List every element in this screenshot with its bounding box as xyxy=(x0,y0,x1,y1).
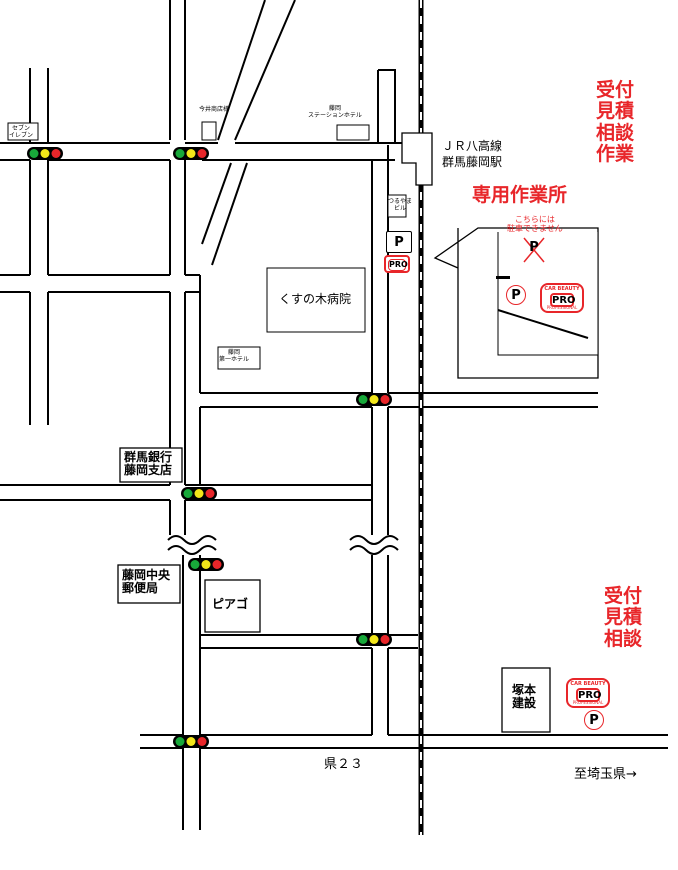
seven-eleven-label: セブン イレブン xyxy=(9,125,34,139)
pro-logo-text: PRO xyxy=(550,293,576,307)
tsuruyama-building-label: つるやま ビル xyxy=(388,198,413,212)
pro-logo: CAR BEAUTY PRO PROFESSIONAL xyxy=(540,283,584,313)
office-services: 受付 見積 相談 xyxy=(604,585,643,650)
tsukamoto-building xyxy=(501,667,551,733)
no-parking-icon xyxy=(523,237,545,263)
parking-prohibited-icon: P xyxy=(529,240,539,255)
road xyxy=(371,648,389,735)
pro-logo-text: PRO xyxy=(388,259,408,271)
parking-no-icon: P xyxy=(386,231,412,253)
road xyxy=(377,69,396,143)
daiichi-hotel-building xyxy=(217,346,261,370)
traffic-signal xyxy=(356,633,392,646)
seven-eleven-building xyxy=(7,122,39,141)
fujioka-station-hotel-label: 藤岡 ステーションホテル xyxy=(308,105,362,119)
pro-logo-text: PRO xyxy=(576,688,602,702)
road xyxy=(169,160,186,275)
pro-logo-top: CAR BEAUTY xyxy=(544,286,580,292)
road xyxy=(371,407,389,535)
workshop-gate xyxy=(497,309,589,339)
road xyxy=(182,555,201,735)
river-mark xyxy=(167,545,217,555)
piago-building xyxy=(204,579,261,633)
station-building xyxy=(401,132,433,186)
workshop-entrance xyxy=(496,276,510,279)
no-parking-note: こちらには 駐車できません xyxy=(507,215,563,233)
route-23-label: 県２３ xyxy=(324,757,364,772)
gunma-bank-building xyxy=(119,447,183,483)
workshop-title: 専用作業所 xyxy=(472,184,568,206)
road xyxy=(29,160,49,275)
station-name-label: 群馬藤岡駅 xyxy=(442,155,503,169)
imai-label: 今井商店様 xyxy=(199,106,230,113)
station-line-label: ＪＲ八高線 xyxy=(442,139,503,153)
post-office-label: 藤岡中央 郵便局 xyxy=(122,568,171,596)
imai-building xyxy=(201,121,217,141)
traffic-signal xyxy=(188,558,224,571)
road xyxy=(169,0,186,140)
post-office-building xyxy=(117,564,181,604)
pro-logo: CAR BEAUTY PRO PROFESSIONAL xyxy=(566,678,610,708)
workshop-services: 受付 見積 相談 作業 xyxy=(596,79,635,165)
road xyxy=(169,500,186,535)
road xyxy=(217,0,296,141)
river-mark xyxy=(349,535,399,545)
road xyxy=(29,292,49,425)
river-mark xyxy=(167,535,217,545)
traffic-signal xyxy=(27,147,63,160)
traffic-signal xyxy=(356,393,392,406)
tsuruyama-building xyxy=(387,194,407,218)
pro-logo-bottom: PROFESSIONAL xyxy=(572,700,604,705)
traffic-signal xyxy=(173,735,209,748)
hospital-label: くすの木病院 xyxy=(279,292,352,306)
road xyxy=(182,748,201,830)
river-mark xyxy=(349,545,399,555)
to-saitama-label: 至埼玉県→ xyxy=(574,767,637,782)
road xyxy=(371,555,389,635)
gunma-bank-label: 群馬銀行 藤岡支店 xyxy=(124,450,173,478)
hospital-building xyxy=(266,267,366,333)
road xyxy=(201,162,248,266)
parking-icon: P xyxy=(506,285,526,305)
pro-logo-top: CAR BEAUTY xyxy=(570,681,606,687)
pro-logo: PRO xyxy=(384,255,410,273)
daiichi-hotel-label: 藤岡 第一ホテル xyxy=(219,349,250,363)
tsukamoto-label: 塚本 建設 xyxy=(512,683,537,711)
traffic-signal xyxy=(173,147,209,160)
hotel-building xyxy=(336,124,370,141)
parking-icon: P xyxy=(584,710,604,730)
traffic-signal xyxy=(181,487,217,500)
pro-logo-bottom: PROFESSIONAL xyxy=(546,305,578,310)
piago-label: ピアゴ xyxy=(212,597,249,611)
